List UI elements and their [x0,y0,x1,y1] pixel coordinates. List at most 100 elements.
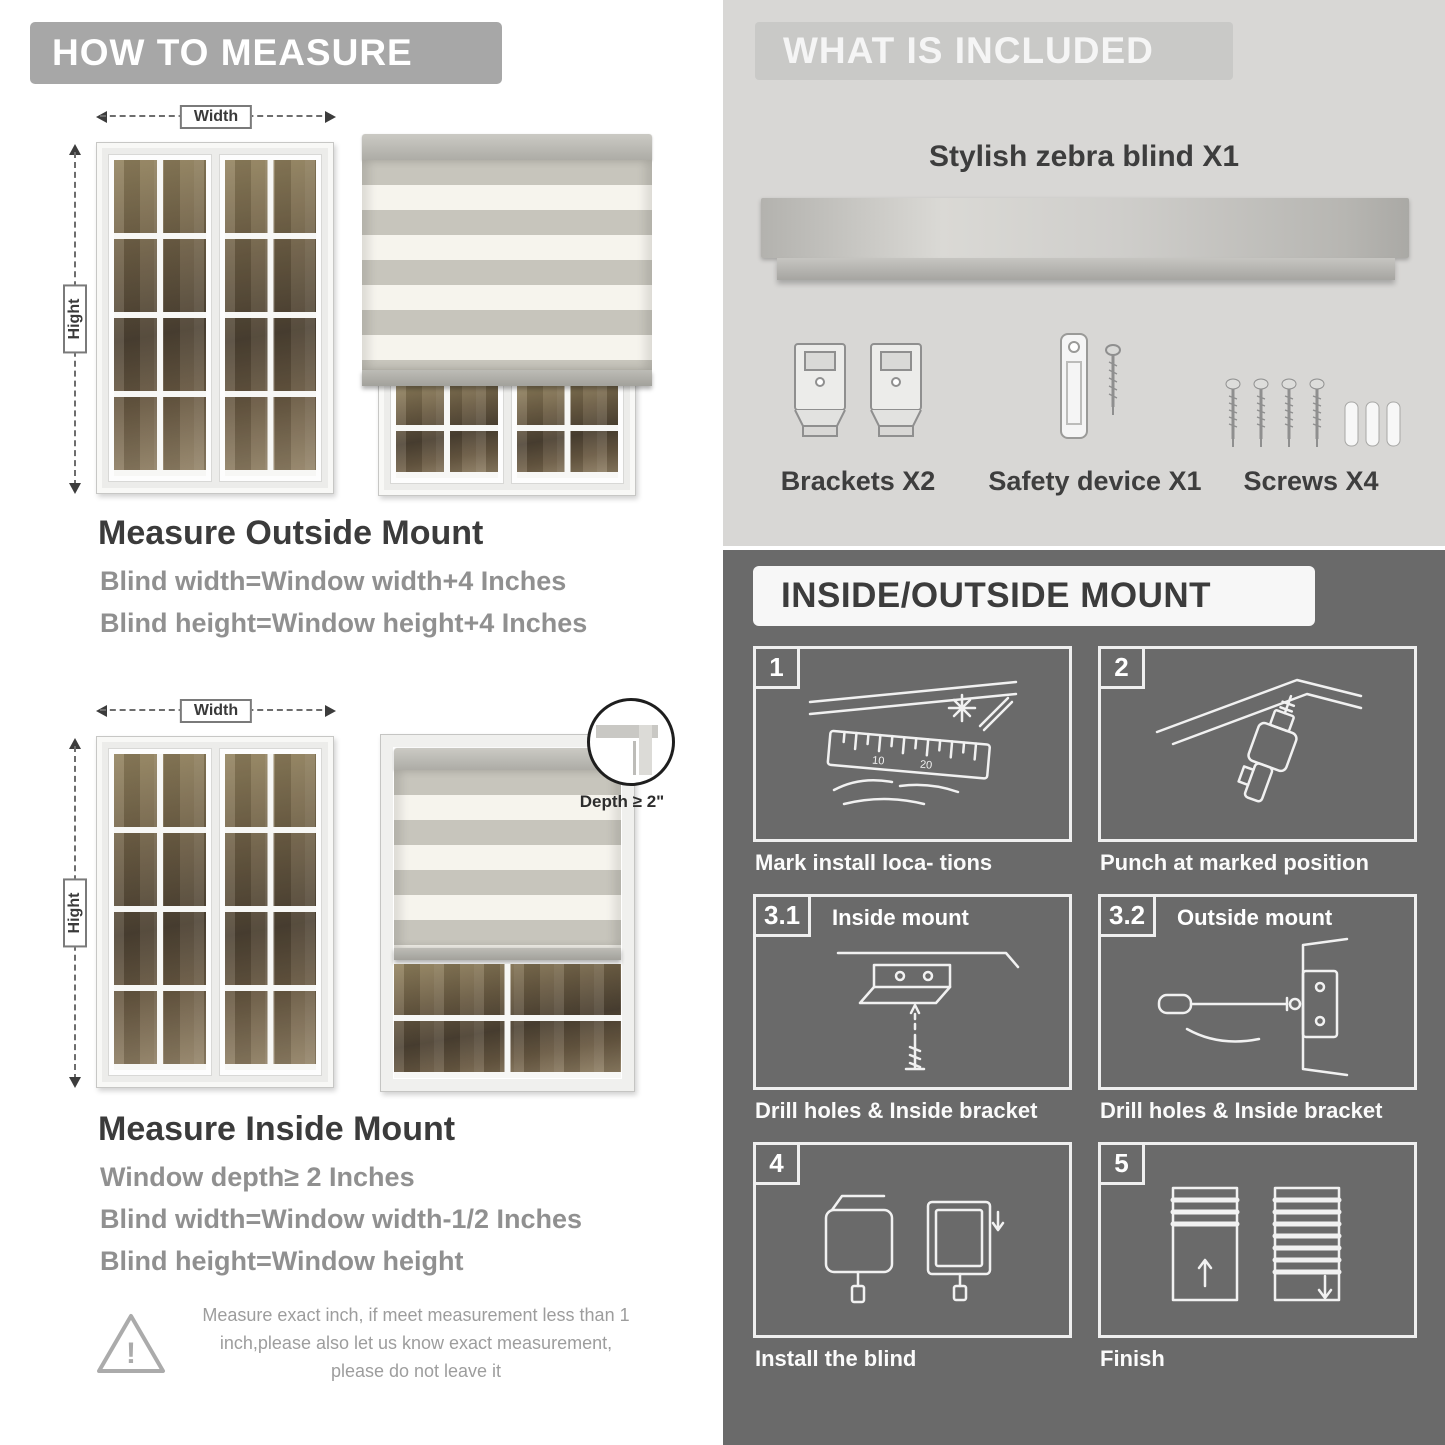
what-is-included-panel: WHAT IS INCLUDED Stylish zebra blind X1 [723,0,1445,546]
step-2-badge: 2 [1101,649,1145,689]
how-to-measure-header: HOW TO MEASURE [30,22,502,84]
width-arrow: Width [96,699,336,723]
safety-device-label: Safety device X1 [988,466,1202,496]
arrow-right-icon [325,111,336,123]
step-4-caption: Install the blind [755,1346,917,1371]
arrow-down-icon [69,1077,81,1088]
width-arrow: Width [96,105,336,129]
step-4: 4 [753,1142,1072,1382]
blind-zebra-stripes [394,770,621,948]
arrow-up-icon [69,738,81,749]
step-3-2: 3.2 Outside mount [1098,894,1417,1134]
blind-cassette [362,134,652,160]
finished-blinds-icon [1170,1186,1341,1302]
inside-mount-line2: Blind width=Window width-1/2 Inches [100,1204,583,1234]
window-panes [394,964,621,1078]
inside-bracket-screw-icon [836,951,1019,1071]
width-label: Width [179,699,253,723]
step-1-box: 1 10 20 [753,646,1072,842]
outside-bracket-drill-icon [1157,937,1348,1077]
window-panes [114,160,206,476]
warning-triangle-icon: ! [97,1313,165,1373]
step-3-1-caption: Drill holes & Inside bracket [755,1098,1038,1123]
mount-steps-grid: 1 10 20 [753,646,1417,1382]
step-3-2-title: Outside mount [1177,905,1333,930]
ruler-marking-icon: 10 20 [808,680,1017,806]
step-1-badge: 1 [756,649,800,689]
svg-text:!: ! [126,1337,136,1370]
height-arrow: Hight [63,144,87,494]
what-is-included-header: WHAT IS INCLUDED [755,22,1233,80]
screws-icon [1225,378,1401,447]
outside-mount-figure: Width Hight [62,100,662,500]
window-sash [218,748,322,1076]
step-2-caption: Punch at marked position [1100,850,1369,875]
inside-mount-line3: Blind height=Window height [100,1246,464,1276]
arrow-up-icon [69,144,81,155]
arrow-right-icon [325,705,336,717]
height-arrow: Hight [63,738,87,1088]
step-3-2-caption: Drill holes & Inside bracket [1100,1098,1383,1123]
outside-mount-line2: Blind height=Window height+4 Inches [100,608,588,638]
step-3-2-box: 3.2 Outside mount [1098,894,1417,1090]
drill-icon [1155,678,1362,803]
depth-label: Depth ≥ 2" [579,792,665,811]
window-panes [224,160,316,476]
step-1: 1 10 20 [753,646,1072,886]
bracket-icon [794,343,846,437]
step-2: 2 Pun [1098,646,1417,886]
outside-mount-line1: Blind width=Window width+4 Inches [100,566,567,596]
mount-instructions-panel: INSIDE/OUTSIDE MOUNT 1 10 20 [723,550,1445,1445]
window-sash [108,154,212,482]
frame-corner-detail [639,725,652,775]
what-is-included-title: WHAT IS INCLUDED [783,30,1154,71]
outside-mount-title: Measure Outside Mount [98,514,484,552]
height-label: Hight [63,284,87,354]
window-sash [510,378,624,484]
window-behind-blind [378,366,636,496]
step-5: 5 Finish [1098,1142,1417,1382]
mount-title: INSIDE/OUTSIDE MOUNT [781,576,1212,615]
how-to-measure-title: HOW TO MEASURE [52,32,413,73]
inside-blind-illustration: Depth ≥ 2" [380,698,675,1092]
window-illustration [96,142,334,494]
depth-detail-circle [587,698,675,786]
step-3-1: 3.1 Inside mount [753,894,1072,1134]
bracket-icon [870,343,922,437]
window-panes [396,384,498,478]
window-panes [114,754,206,1070]
install-blind-icon [824,1194,1004,1304]
window-illustration [96,736,334,1088]
step-4-badge: 4 [756,1145,800,1185]
inside-mount-line1: Window depth≥ 2 Inches [100,1162,415,1192]
height-label: Hight [63,878,87,948]
width-label: Width [179,105,253,129]
svg-text:10: 10 [871,754,884,767]
zebra-blind-valance-illustration [777,258,1395,280]
step-5-badge: 5 [1101,1145,1145,1185]
arrow-left-icon [96,705,107,717]
step-5-caption: Finish [1100,1346,1165,1371]
step-3-2-badge: 3.2 [1101,897,1157,937]
window-sash [390,378,504,484]
inside-mount-title: Measure Inside Mount [98,1110,456,1148]
zebra-blind-headrail-illustration [761,198,1409,258]
brackets-label: Brackets X2 [780,466,936,496]
blind-zebra-stripes [362,160,652,370]
window-sash [218,154,322,482]
step-3-1-badge: 3.1 [756,897,812,937]
screws-label: Screws X4 [1243,466,1379,496]
zebra-blind [362,134,652,386]
step-2-box: 2 [1098,646,1417,842]
svg-text:20: 20 [919,759,932,772]
step-3-1-title: Inside mount [832,905,969,930]
arrow-left-icon [96,111,107,123]
blind-cassette [394,748,621,770]
warning-text: Measure exact inch, if meet measurement … [202,1305,630,1381]
window-frame [380,734,635,1092]
blind-bottom-rail [394,948,621,960]
step-3-1-box: 3.1 Inside mount [753,894,1072,1090]
window-panes [224,754,316,1070]
step-5-box: 5 [1098,1142,1417,1338]
